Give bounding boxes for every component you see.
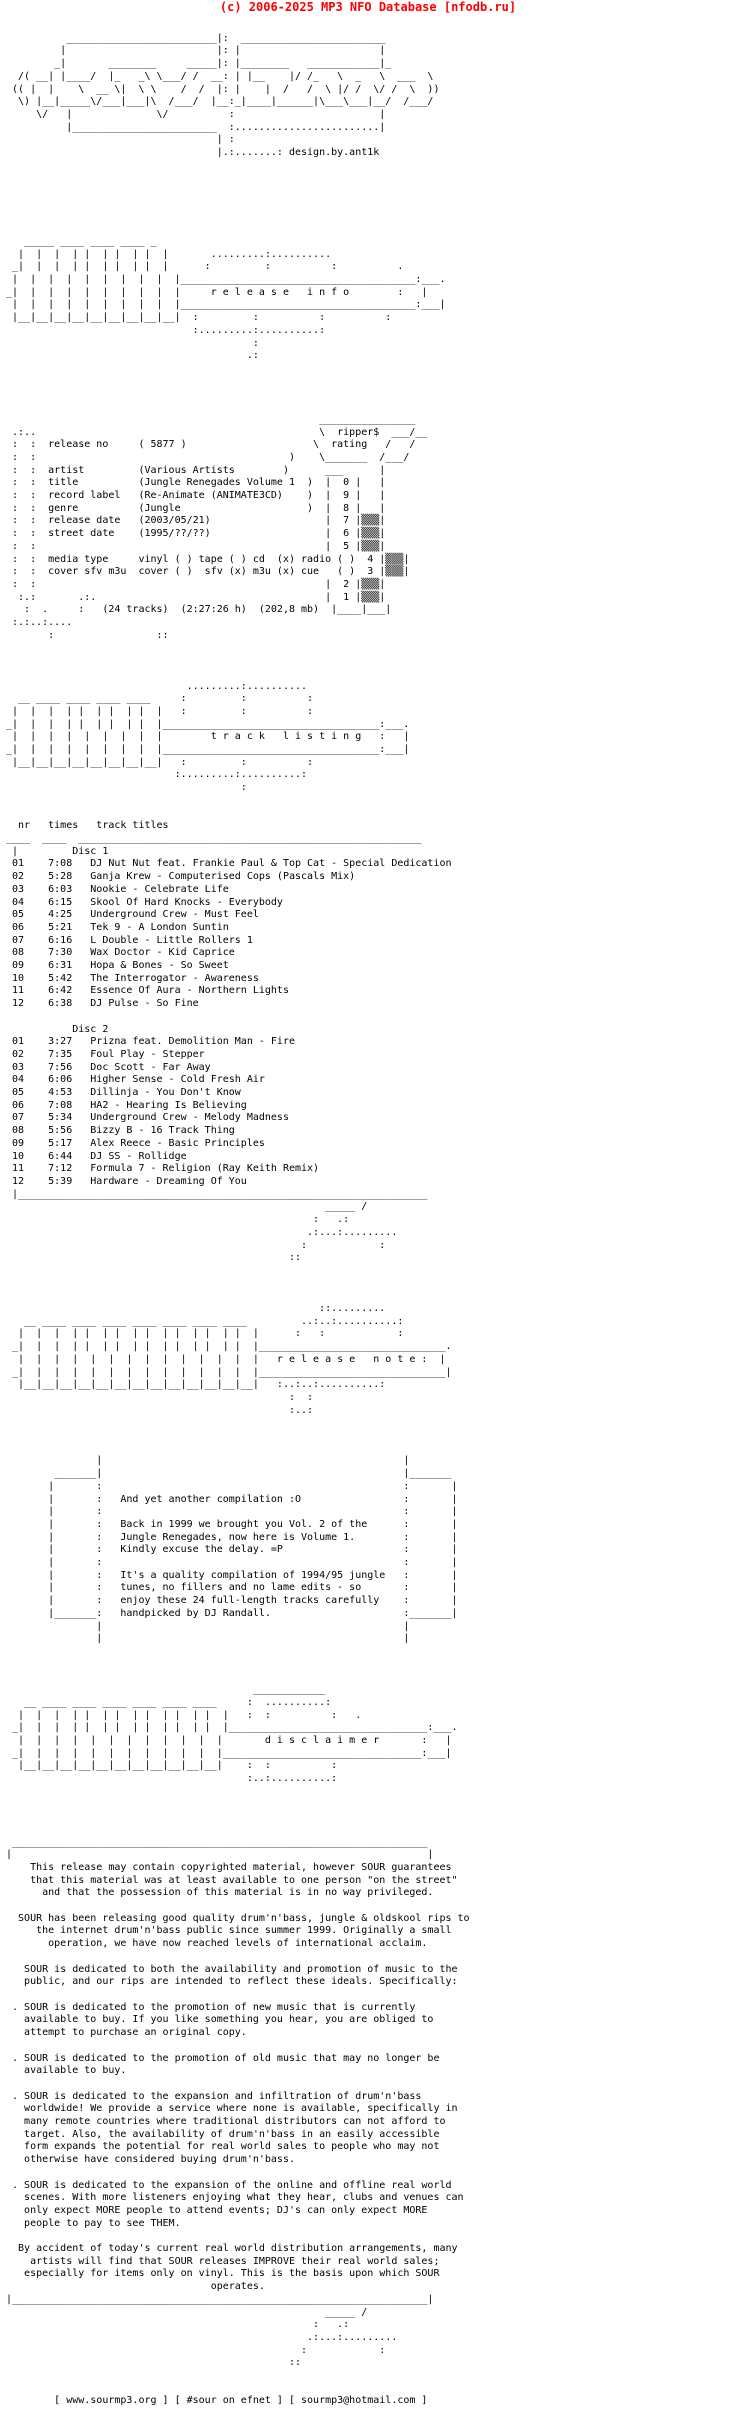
site-header: (c) 2006-2025 MP3 NFO Database [nfodb.ru… — [219, 0, 517, 14]
nfo-text: _________________________|: ____________… — [6, 32, 470, 2407]
